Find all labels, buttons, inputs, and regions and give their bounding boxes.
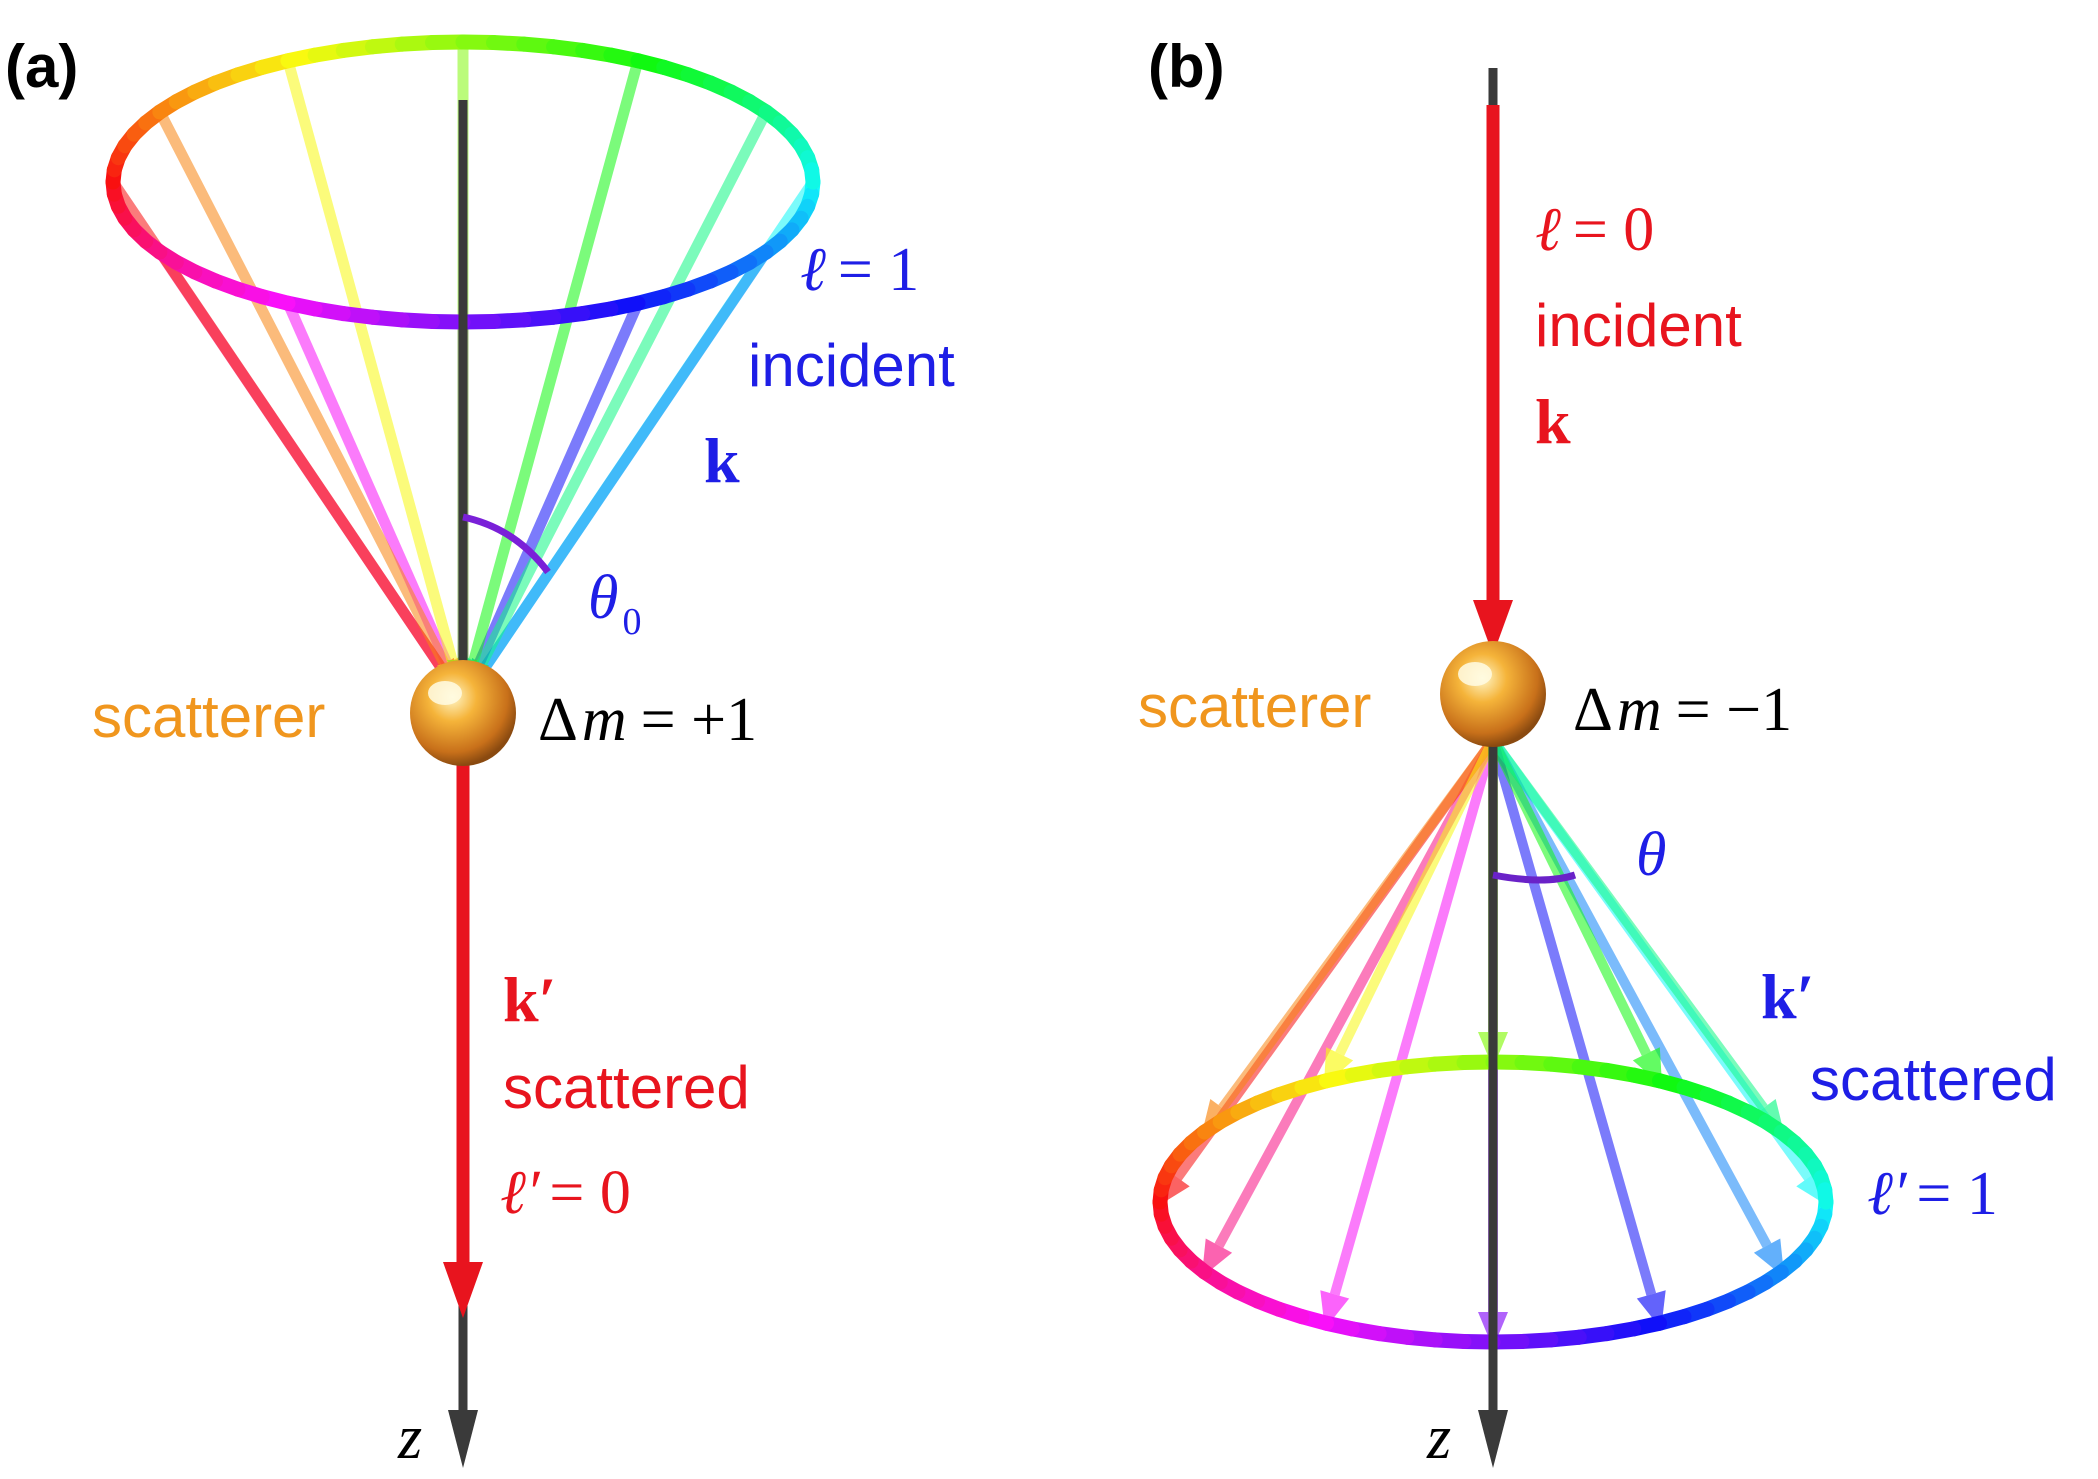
kprime-label-b: k′ [1761, 961, 1815, 1032]
scattered-cone-ring [1152, 1054, 1834, 1350]
panel-label-a: (a) [5, 33, 78, 100]
delta-symbol: Δ [1573, 676, 1613, 744]
theta-subscript: 0 [622, 601, 641, 643]
ring-segment [804, 162, 821, 190]
k-label-a: k [704, 425, 740, 496]
theta-arc [1492, 871, 1577, 884]
ellprime-label-b: ℓ′ = 1 [1867, 1160, 1998, 1228]
kprime-label-a: k′ [503, 964, 557, 1035]
scatterer-label-b: scatterer [1138, 673, 1371, 740]
scattered-ray [1218, 737, 1498, 1111]
scattered-ray [1329, 738, 1498, 1296]
scattered-label-b: scattered [1810, 1046, 2057, 1113]
scattered-ray [1335, 737, 1498, 1056]
scatterer-label-a: scatterer [92, 683, 325, 750]
panel-a: (a) ℓ = 1 incident k θ 0 scatterer Δ m =… [5, 33, 955, 1472]
scatterer-highlight [428, 681, 462, 705]
delta-m-value: = −1 [1676, 676, 1792, 744]
incident-cone-ring [105, 34, 821, 330]
z-axis-label-b: z [1426, 1404, 1451, 1472]
scattered-label-a: scattered [503, 1054, 750, 1121]
incident-ray [474, 301, 644, 666]
incident-label-a: incident [748, 332, 955, 399]
scattered-ray [1488, 737, 1651, 1056]
z-axis-label-a: z [397, 1404, 422, 1472]
ell-value: = 1 [838, 236, 919, 304]
incident-ray [282, 301, 452, 666]
ell-label-a: ℓ = 1 [800, 236, 919, 304]
delta-m-label-b: Δ m = −1 [1573, 676, 1792, 744]
theta0-label: θ 0 [588, 564, 641, 643]
theta-symbol: θ [588, 564, 618, 632]
z-axis-arrowhead [448, 1410, 478, 1468]
ell-label-b: ℓ = 0 [1535, 196, 1654, 264]
panel-label-b: (b) [1148, 33, 1225, 100]
incident-label-b: incident [1535, 292, 1742, 359]
ell-symbol: ℓ [1535, 196, 1561, 264]
z-axis-arrowhead [1478, 1410, 1508, 1468]
panel-b: (b) ℓ = 0 incident k scatterer Δ m = −1 … [1138, 33, 2057, 1472]
ell-value: = 0 [1573, 196, 1654, 264]
delta-m-label-a: Δ m = +1 [538, 686, 757, 754]
scattered-ray [1488, 738, 1657, 1296]
ellprime-label-a: ℓ′ = 0 [500, 1159, 631, 1227]
incident-ray [476, 109, 771, 667]
theta-label-b: θ [1636, 821, 1666, 889]
theta0-arc [462, 513, 551, 575]
incident-ray [155, 109, 450, 667]
scatterer-highlight [1458, 662, 1492, 686]
delta-m-value: = +1 [641, 686, 757, 754]
m-symbol: m [582, 686, 627, 754]
incident-ray [468, 59, 644, 663]
scattered-beam-arrowhead [443, 1262, 483, 1318]
m-symbol: m [1617, 676, 1662, 744]
ell-symbol: ℓ [800, 236, 826, 304]
scatterer-sphere [1440, 641, 1546, 747]
scatterer-sphere [410, 660, 516, 766]
k-label-b: k [1535, 386, 1571, 457]
ring-segment [1817, 1182, 1834, 1210]
ellprime-value: = 1 [1916, 1160, 1997, 1228]
incident-beam-arrowhead [1473, 600, 1513, 655]
delta-symbol: Δ [538, 686, 578, 754]
scattered-ray [1488, 737, 1768, 1111]
ellprime-symbol: ℓ′ [500, 1159, 541, 1227]
incident-ray [480, 248, 771, 670]
ellprime-value: = 0 [549, 1159, 630, 1227]
incident-ray [282, 59, 458, 663]
ellprime-symbol: ℓ′ [1867, 1160, 1908, 1228]
